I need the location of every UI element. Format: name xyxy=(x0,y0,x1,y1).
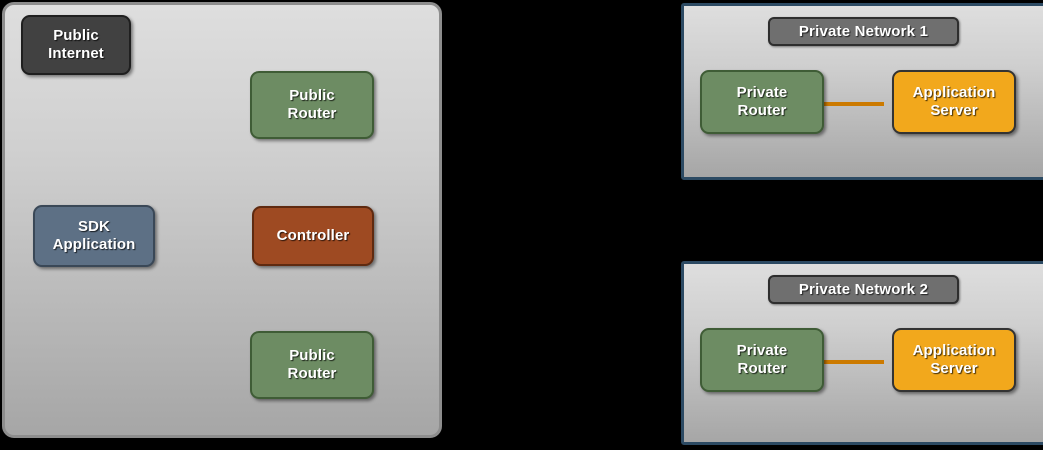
link-private-router-to-app-server-1 xyxy=(800,102,884,106)
node-sdk-application[interactable]: SDK Application xyxy=(33,205,155,267)
node-public-router-top-label: Public Router xyxy=(287,87,337,122)
node-application-server-2-label: Application Server xyxy=(912,342,996,377)
node-private-router-1-label: Private Router xyxy=(736,84,788,119)
node-public-internet[interactable]: Public Internet xyxy=(21,15,131,75)
node-private-router-2-label: Private Router xyxy=(736,342,788,377)
private-network-2-title: Private Network 2 xyxy=(768,275,959,304)
node-application-server-1[interactable]: Application Server xyxy=(892,70,1016,134)
private-network-1-panel: Private Network 1 Private Router Applica… xyxy=(681,3,1043,180)
node-sdk-application-label: SDK Application xyxy=(52,218,136,253)
node-application-server-2[interactable]: Application Server xyxy=(892,328,1016,392)
private-network-2-panel: Private Network 2 Private Router Applica… xyxy=(681,261,1043,445)
public-cloud-panel: Public Internet Public Router SDK Applic… xyxy=(2,2,442,438)
private-network-2-title-label: Private Network 2 xyxy=(798,281,929,298)
node-private-router-2[interactable]: Private Router xyxy=(700,328,824,392)
node-controller[interactable]: Controller xyxy=(252,206,374,266)
node-public-internet-label: Public Internet xyxy=(48,27,104,62)
link-private-router-to-app-server-2 xyxy=(800,360,884,364)
node-public-router-bottom[interactable]: Public Router xyxy=(250,331,374,399)
private-network-1-title-label: Private Network 1 xyxy=(798,23,929,40)
node-public-router-bottom-label: Public Router xyxy=(287,347,337,382)
private-network-1-title: Private Network 1 xyxy=(768,17,959,46)
node-application-server-1-label: Application Server xyxy=(912,84,996,119)
node-controller-label: Controller xyxy=(276,227,350,245)
node-public-router-top[interactable]: Public Router xyxy=(250,71,374,139)
node-private-router-1[interactable]: Private Router xyxy=(700,70,824,134)
